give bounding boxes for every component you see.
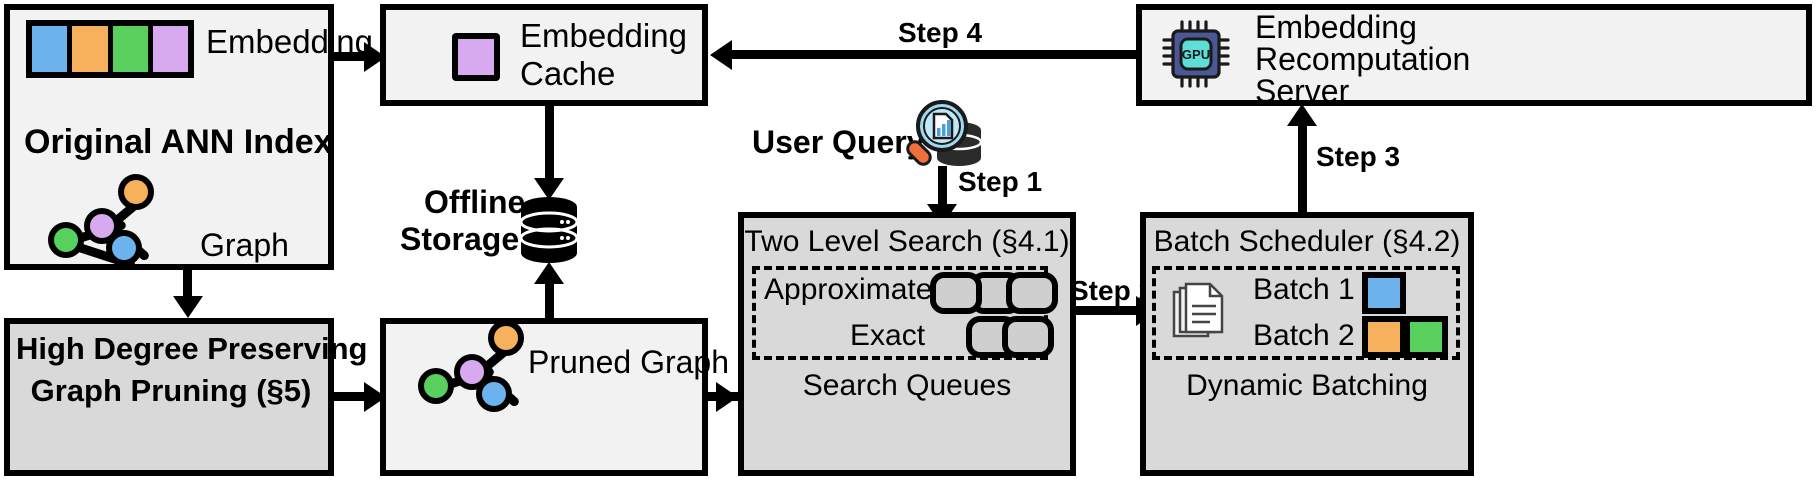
graph-pruning-title-line1: High Degree Preserving	[16, 331, 368, 366]
user-query-label: User Query	[752, 124, 925, 160]
dynamic-batching-group	[1152, 266, 1460, 360]
svg-text:GPU: GPU	[1182, 47, 1210, 62]
graph-node	[118, 174, 154, 210]
batch-2-swatch	[1362, 316, 1406, 358]
graph-pruning-box	[4, 318, 334, 476]
documents-icon	[1172, 282, 1224, 338]
arrow-pruned-to-storage-head	[534, 262, 564, 284]
embedding-cell	[32, 26, 73, 72]
approximate-queue-slot[interactable]	[1006, 272, 1058, 314]
approximate-queue-slot[interactable]	[930, 272, 982, 314]
graph-pruning-title-line2: Graph Pruning (§5)	[30, 373, 312, 408]
recomputation-server-title-line3: Server	[1255, 73, 1350, 109]
graph-node	[106, 230, 142, 266]
approximate-label: Approximate	[764, 273, 933, 306]
arrow-step4-line	[730, 50, 1138, 59]
embedding-strip	[26, 20, 194, 78]
recomputation-server-title-line1: Embedding	[1255, 9, 1417, 45]
gpu-chip-icon: GPU	[1162, 20, 1230, 88]
arrow-pruned-to-search-head	[716, 382, 738, 412]
dynamic-batching-footer: Dynamic Batching	[1186, 369, 1428, 402]
pruned-graph-node	[488, 320, 524, 356]
arrow-pruning-to-pruned-line	[334, 392, 370, 401]
batch-1-label: Batch 1	[1253, 273, 1355, 306]
arrow-cache-to-storage-line	[545, 106, 554, 184]
embedding-cell	[112, 26, 153, 72]
step4-label: Step 4	[898, 17, 983, 48]
pruned-graph-node	[476, 376, 512, 412]
pruned-graph-label: Pruned Graph	[528, 344, 730, 380]
batch-2-label: Batch 2	[1253, 319, 1355, 352]
arrow-cache-to-storage-head	[534, 178, 564, 200]
pruned-graph-node	[418, 368, 454, 404]
embedding-cell	[152, 26, 188, 72]
embedding-cache-swatch	[452, 33, 500, 81]
batch-2-swatch	[1404, 316, 1448, 358]
arrow-index-to-cache-line	[334, 52, 370, 61]
batch-scheduler-title: Batch Scheduler (§4.2)	[1153, 225, 1461, 258]
arrow-pruned-to-storage-line	[545, 276, 554, 324]
graph-node	[48, 222, 84, 258]
batch-1-swatch	[1362, 272, 1406, 314]
graph-label: Graph	[200, 227, 289, 263]
recomputation-server-box	[1136, 4, 1812, 106]
arrow-index-to-pruning-head	[173, 296, 203, 318]
arrow-step1-line	[938, 166, 947, 210]
query-search-database-icon	[906, 100, 983, 166]
database-icon	[519, 197, 579, 263]
embedding-cache-box	[380, 4, 708, 106]
embedding-cell	[72, 26, 113, 72]
arrow-step3-head	[1287, 104, 1317, 126]
original-ann-index-title: Original ANN Index	[24, 123, 333, 161]
offline-storage-label-line2: Storage	[400, 221, 520, 257]
arrow-index-to-pruning-line	[183, 270, 192, 300]
exact-label: Exact	[850, 319, 926, 352]
embedding-cache-title-line1: Embedding	[520, 17, 687, 54]
arrow-step4-head	[710, 40, 732, 70]
exact-queue-slot[interactable]	[1002, 316, 1054, 358]
arrow-step2-line	[1076, 306, 1152, 315]
arrow-step3-line	[1298, 118, 1307, 214]
recomputation-server-title-line2: Recomputation	[1255, 41, 1471, 77]
search-queues-footer: Search Queues	[802, 369, 1012, 402]
step1-label: Step 1	[958, 166, 1043, 197]
embedding-cache-title-line2: Cache	[520, 55, 616, 92]
offline-storage-label-line1: Offline	[424, 184, 526, 220]
two-level-search-title: Two Level Search (§4.1)	[744, 225, 1070, 258]
step3-label: Step 3	[1316, 141, 1401, 172]
